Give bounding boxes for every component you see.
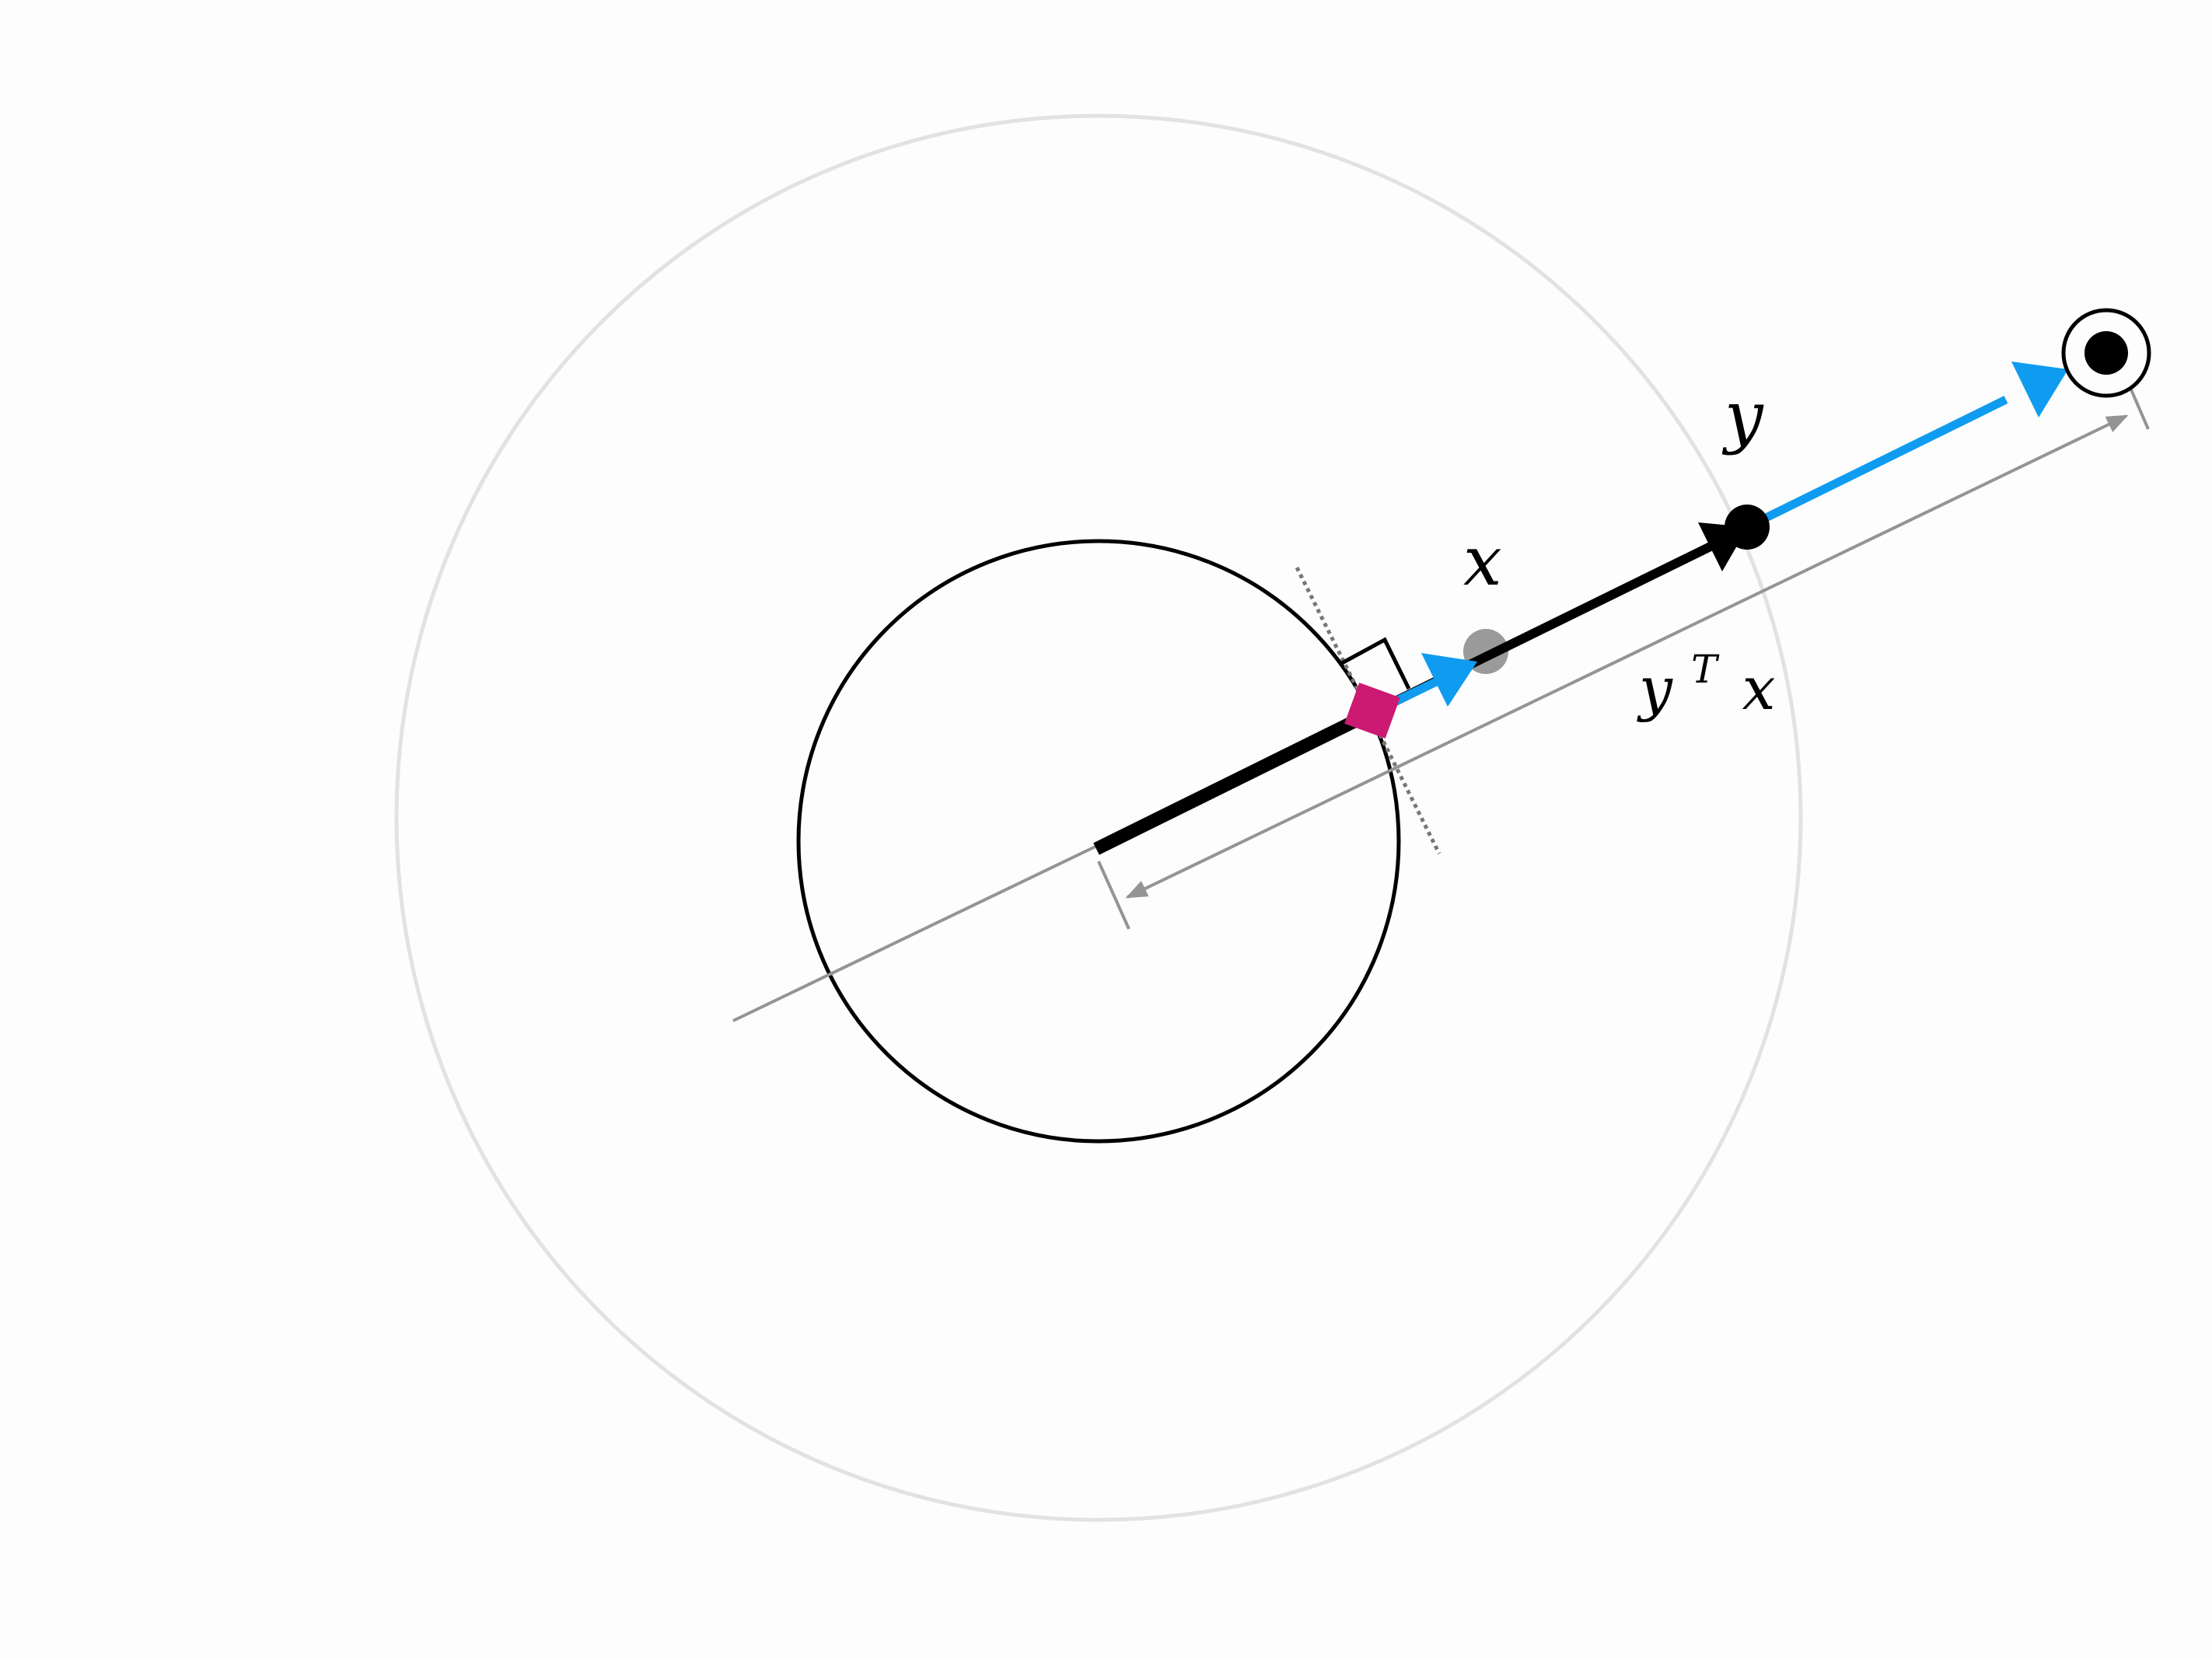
label-projection-sup: T [1691, 647, 1720, 692]
label-projection-var: x [1742, 654, 1776, 723]
projection-length-arrow [1125, 414, 2129, 899]
right-angle-marker [1339, 637, 1411, 690]
circled-dot-icon [2061, 308, 2151, 398]
blue-short-arrowhead [1421, 653, 1477, 707]
blue-long-arrowhead [2011, 361, 2068, 417]
tangent-line [1295, 566, 1441, 855]
blue-long-arrow [1745, 396, 2008, 531]
radius-segment [1093, 707, 1375, 855]
projection-axis-line [732, 843, 1099, 1022]
square-marker-icon [1344, 683, 1400, 739]
y-point [1725, 505, 1770, 550]
label-projection-base: y [1637, 654, 1673, 723]
label-projection: y T x [1637, 627, 1776, 723]
label-x: x [1463, 521, 1502, 601]
label-y: y [1721, 376, 1764, 456]
center-tick [1097, 861, 1130, 930]
